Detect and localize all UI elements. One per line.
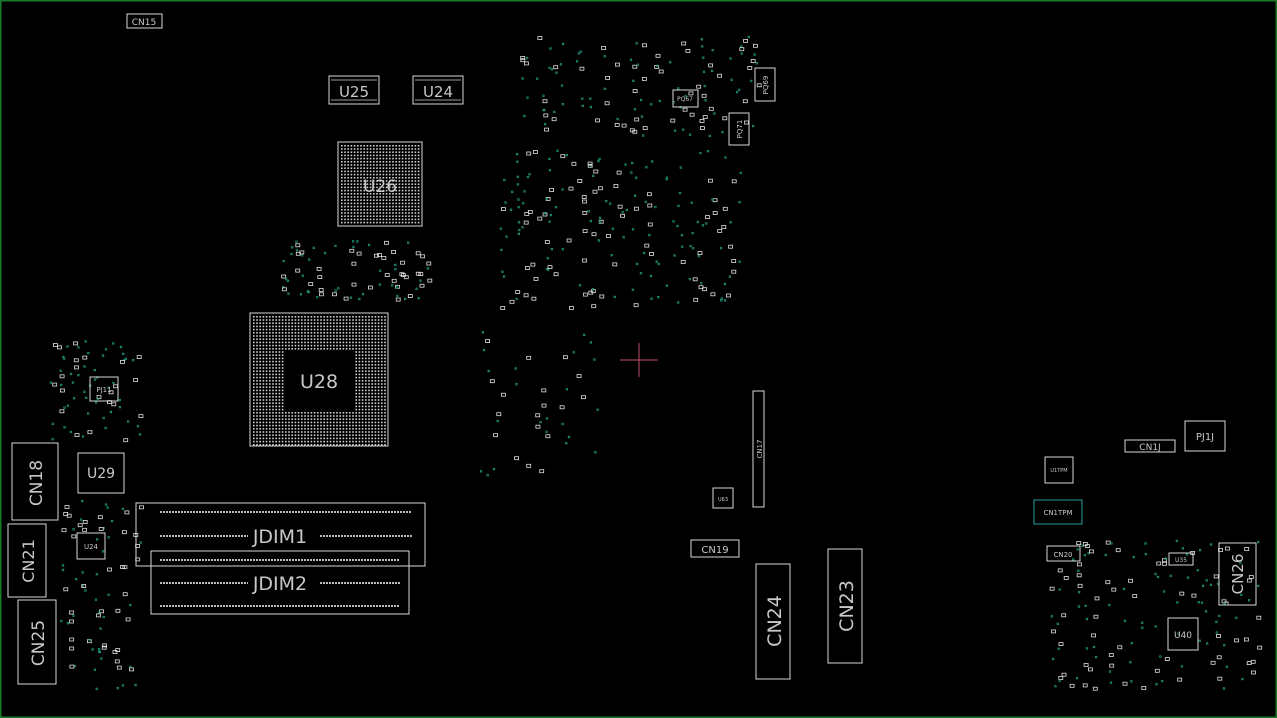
u28-ball-grid	[253, 316, 386, 446]
component-u40[interactable]: U40	[1167, 617, 1199, 651]
component-cn24[interactable]: CN24	[755, 563, 791, 680]
label-cn26: CN26	[1229, 554, 1247, 595]
label-pq67: PQ67	[677, 96, 693, 103]
label-u63: U63	[718, 497, 728, 503]
component-pj1j[interactable]: PJ1J	[1184, 420, 1226, 452]
label-u24-left: U24	[84, 543, 99, 551]
label-u1tpm: U1TPM	[1050, 468, 1067, 474]
label-u28: U28	[300, 371, 338, 393]
component-cn1tpm[interactable]: CN1TPM	[1033, 499, 1083, 525]
label-cn23: CN23	[836, 580, 858, 632]
label-u26: U26	[363, 177, 397, 197]
label-cn25: CN25	[29, 620, 49, 666]
component-jdim2[interactable]: JDIM2	[150, 550, 410, 615]
component-cn19[interactable]: CN19	[690, 539, 740, 558]
component-cn18[interactable]: CN18	[11, 442, 59, 521]
label-cn17: CN17	[756, 439, 764, 458]
label-u25: U25	[339, 83, 369, 101]
component-u63[interactable]: U63	[712, 487, 734, 509]
component-cn25[interactable]: CN25	[17, 599, 57, 685]
label-cn20: CN20	[1053, 551, 1072, 559]
label-cn21: CN21	[19, 539, 38, 583]
component-jdim1[interactable]: JDIM1	[135, 502, 426, 567]
cursor-crosshair	[620, 343, 658, 377]
component-u25[interactable]: U25	[328, 75, 380, 105]
component-cn21[interactable]: CN21	[7, 523, 47, 598]
label-u40: U40	[1174, 631, 1192, 641]
component-cn17[interactable]: CN17	[752, 390, 765, 508]
component-cn20[interactable]: CN20	[1046, 545, 1081, 562]
component-u26[interactable]: U26	[337, 141, 423, 227]
component-pq67[interactable]: PQ67	[672, 89, 699, 108]
component-cn1j[interactable]: CN1J	[1124, 439, 1176, 453]
via-pad-scatter	[49, 35, 1263, 691]
component-cn15[interactable]: CN15	[126, 13, 163, 29]
label-cn18: CN18	[27, 460, 47, 506]
component-u24-left[interactable]: U24	[76, 532, 106, 560]
label-cn1j: CN1J	[1139, 443, 1160, 453]
component-pq71[interactable]: PQ71	[728, 112, 750, 146]
label-u29: U29	[87, 466, 115, 482]
component-u29[interactable]: U29	[77, 452, 125, 494]
label-jdim1: JDIM1	[252, 526, 307, 548]
label-u35: U35	[1175, 557, 1187, 564]
label-cn19: CN19	[701, 545, 728, 556]
component-u1tpm[interactable]: U1TPM	[1044, 456, 1074, 484]
label-pj11: PJ11	[96, 386, 111, 394]
component-u24-top[interactable]: U24	[412, 75, 464, 105]
label-pq71: PQ71	[736, 120, 744, 139]
component-cn26[interactable]: CN26	[1218, 542, 1257, 606]
label-u24-top: U24	[423, 83, 453, 101]
label-cn1tpm: CN1TPM	[1043, 509, 1072, 517]
component-u35[interactable]: U35	[1168, 552, 1194, 566]
label-cn24: CN24	[764, 595, 786, 647]
label-pq69: PQ69	[762, 76, 770, 95]
label-jdim2: JDIM2	[252, 573, 307, 595]
label-cn15: CN15	[132, 18, 156, 28]
component-u28[interactable]: U28	[249, 312, 389, 447]
u26-ball-grid	[341, 145, 420, 224]
component-pq69[interactable]: PQ69	[754, 67, 776, 102]
label-pj1j: PJ1J	[1196, 432, 1214, 443]
component-cn23[interactable]: CN23	[827, 548, 863, 664]
component-pj11[interactable]: PJ11	[89, 376, 119, 402]
